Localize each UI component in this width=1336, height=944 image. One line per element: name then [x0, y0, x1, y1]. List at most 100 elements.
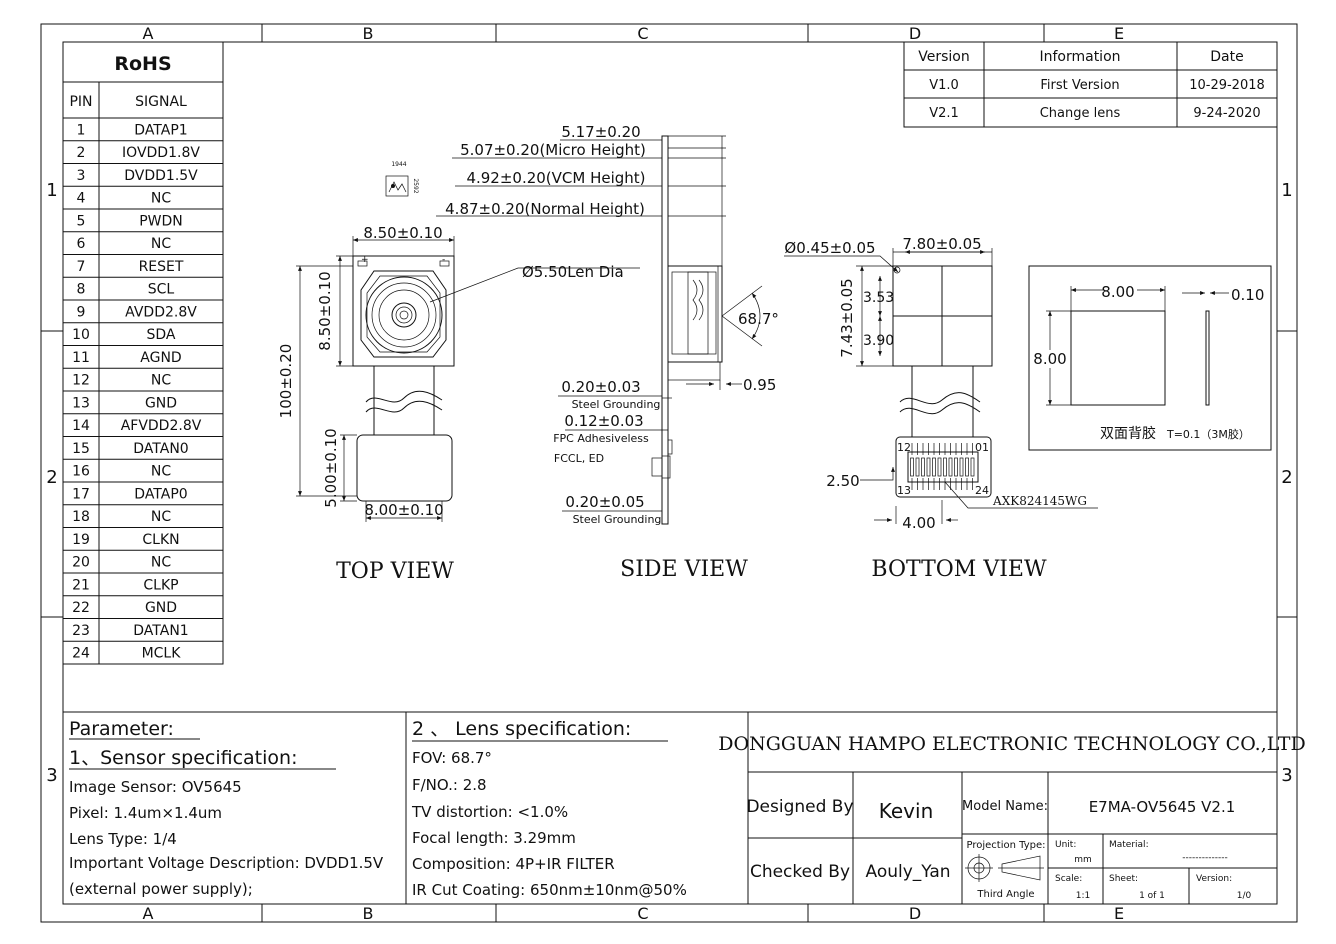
pin-number: 18 — [72, 509, 90, 525]
connector-contact — [948, 457, 953, 477]
third-angle-projection-icon — [965, 854, 1044, 882]
bottom-dim-400: 4.00 — [902, 514, 935, 532]
side-dim-normal-height: 4.87±0.20(Normal Height) — [445, 200, 645, 218]
pin-table-title: RoHS — [114, 53, 171, 75]
scale-value: 1:1 — [1076, 891, 1090, 901]
pin-signal: DATAP1 — [134, 122, 187, 138]
designed-by-label: Designed By — [746, 797, 853, 817]
pin-signal: PWDN — [139, 213, 183, 229]
pin-signal: GND — [145, 600, 177, 616]
pin-signal: SDA — [147, 327, 176, 343]
side-view-title: SIDE VIEW — [620, 557, 748, 582]
pin-number: 11 — [72, 350, 90, 366]
side-view: 5.17±0.20 5.07±0.20(Micro Height) 4.92±0… — [436, 123, 779, 582]
connector-contact — [921, 457, 925, 477]
rev-header-version: Version — [918, 49, 969, 65]
pin-signal: GND — [145, 395, 177, 411]
pin-number: 17 — [72, 486, 90, 502]
bottom-dim-width: 7.80±0.05 — [902, 235, 981, 253]
lens-spec-line-5: Composition: 4P+IR FILTER — [412, 855, 615, 873]
pin-number: 24 — [72, 646, 90, 662]
pin-number: 10 — [72, 327, 90, 343]
lens-spec-line-3: TV distortion: <1.0% — [411, 803, 568, 821]
rev-row-1-date: 10-29-2018 — [1189, 78, 1265, 93]
bottom-connector — [895, 436, 992, 498]
lens-spec-line-6: IR Cut Coating: 650nm±10nm@50% — [412, 881, 687, 899]
pin-number: 1 — [77, 122, 86, 138]
connector-contact — [910, 457, 914, 477]
side-steel2-dim: 0.20±0.05 — [565, 493, 644, 511]
pin-signal: CLKN — [142, 532, 179, 548]
bottom-pin-24: 24 — [975, 484, 989, 497]
zone-col-e-bottom: E — [1114, 904, 1124, 923]
pin-signal: SCL — [148, 282, 175, 298]
top-view: 1944 2592 + - 8.50±0.10 8.50±0.10 — [277, 161, 640, 584]
rev-header-information: Information — [1039, 49, 1120, 65]
zone-col-b-bottom: B — [363, 904, 374, 923]
zone-col-c-top: C — [637, 24, 648, 43]
sheet-value: 1 of 1 — [1139, 891, 1165, 901]
tape-square — [1070, 310, 1166, 406]
version-label: Version: — [1196, 874, 1232, 884]
pin-number: 7 — [77, 259, 86, 275]
scale-label: Scale: — [1055, 874, 1082, 884]
zone-row-1-right: 1 — [1281, 180, 1292, 201]
lens-spec-line-4: Focal length: 3.29mm — [412, 829, 576, 847]
rev-row-2-date: 9-24-2020 — [1193, 106, 1260, 121]
top-lens-dia: Ø5.50Len Dia — [522, 263, 624, 281]
top-dim-width: 8.50±0.10 — [363, 224, 442, 242]
unit-value: mm — [1074, 855, 1092, 865]
pin-signal: DATAP0 — [134, 486, 187, 502]
sensor-spec-line-5: (external power supply); — [69, 880, 253, 898]
zone-col-a-bottom: A — [143, 904, 154, 923]
top-minus-mark: - — [442, 255, 445, 265]
bottom-pin-13: 13 — [897, 484, 911, 497]
side-fccl-label: FCCL, ED — [554, 452, 604, 465]
checked-by-label: Checked By — [750, 862, 850, 882]
connector-contact — [932, 457, 936, 477]
zone-col-b-top: B — [363, 24, 374, 43]
pin-number: 2 — [77, 145, 86, 161]
rev-header-date: Date — [1210, 49, 1243, 65]
lens-spec-line-2: F/NO.: 2.8 — [412, 776, 487, 794]
unit-label: Unit: — [1055, 840, 1076, 850]
pin-number: 16 — [72, 464, 90, 480]
pin-number: 20 — [72, 555, 90, 571]
bottom-dim-height: 7.43±0.05 — [838, 278, 856, 357]
top-dim-total: 100±0.20 — [277, 344, 295, 419]
pin-signal: NC — [151, 236, 171, 252]
rev-row-2-version: V2.1 — [929, 106, 959, 121]
connector-contact — [959, 457, 964, 477]
revision-table: Version Information Date V1.0 First Vers… — [903, 41, 1278, 128]
version-value: 1/0 — [1237, 891, 1252, 901]
parameter-title: Parameter: — [69, 718, 174, 740]
tape-dim-width: 8.00 — [1101, 283, 1134, 301]
pin-signal: NC — [151, 373, 171, 389]
connector-contact — [954, 457, 958, 477]
pin-number: 23 — [72, 623, 90, 639]
tape-detail: 8.00 8.00 0.10 双面背胶 T=0.1（3M胶） — [1028, 265, 1272, 451]
side-fpc-dim: 0.12±0.03 — [564, 412, 643, 430]
zone-row-2-right: 2 — [1281, 467, 1292, 488]
top-connector-pad — [356, 434, 453, 502]
top-dim-pad-width: 8.00±0.10 — [364, 501, 443, 519]
material-label: Material: — [1109, 840, 1149, 850]
pin-signal: NC — [151, 464, 171, 480]
side-fov-angle: 68.7° — [738, 310, 779, 328]
pin-number: 22 — [72, 600, 90, 616]
pin-signal: AGND — [140, 350, 181, 366]
tape-note: 双面背胶 — [1100, 425, 1156, 442]
connector-contact — [943, 457, 947, 477]
top-dim-pad-height: 5.00±0.10 — [322, 428, 340, 507]
pin-signal: NC — [151, 509, 171, 525]
bottom-dim-250: 2.50 — [826, 472, 859, 490]
pin-signal: RESET — [139, 259, 184, 275]
side-steel1-label: Steel Grounding — [572, 398, 661, 411]
side-steel2-label: Steel Grounding — [573, 513, 662, 526]
sheet-label: Sheet: — [1109, 874, 1138, 884]
bottom-view-title: BOTTOM VIEW — [871, 557, 1047, 582]
pin-signal: DATAN1 — [133, 623, 188, 639]
zone-row-2-left: 2 — [46, 467, 57, 488]
tape-dim-thickness: 0.10 — [1231, 286, 1264, 304]
pin-number: 14 — [72, 418, 90, 434]
